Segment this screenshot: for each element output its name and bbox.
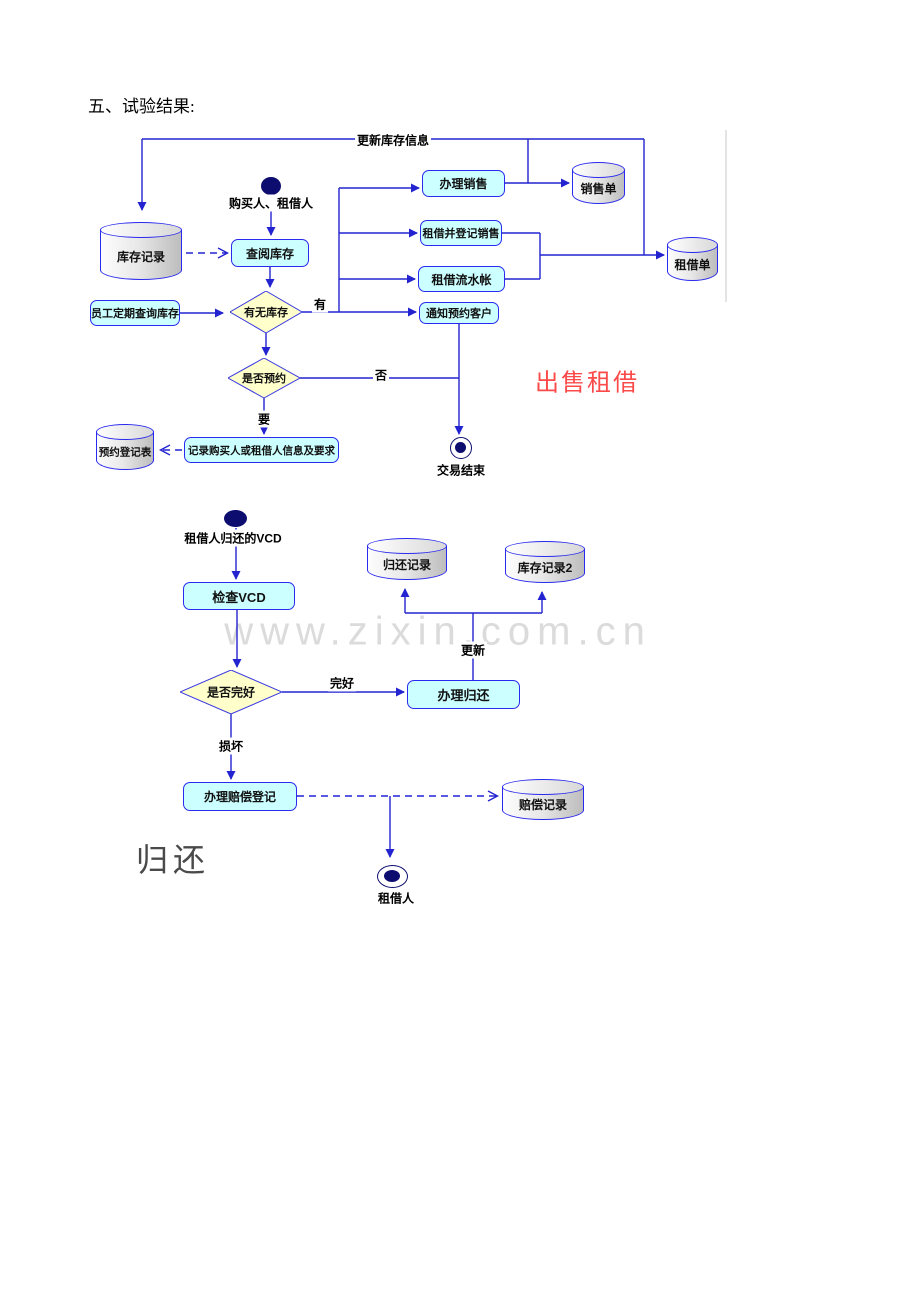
decision-shape (228, 358, 300, 398)
datastore-label: 库存记录2 (517, 560, 573, 575)
final-node-sell-rent (450, 437, 472, 459)
decision-label: 有无库存 (244, 307, 288, 319)
activity-handle-compensation: 办理赔偿登记 (183, 782, 297, 811)
dashed-connectors (161, 253, 497, 796)
edge-label-update: 更新 (458, 641, 488, 659)
datastore-label: 归还记录 (382, 557, 431, 572)
datastore-rental-order: 租借单 (666, 237, 719, 281)
activity-handle-sale: 办理销售 (422, 170, 505, 197)
edge-label-need: 要 (255, 410, 273, 428)
activity-notify-reserved-customer: 通知预约客户 (419, 302, 499, 324)
final-label-return: 租借人 (375, 889, 417, 907)
final-node-core (455, 442, 466, 453)
decision-label: 是否完好 (206, 685, 255, 700)
datastore-label: 销售单 (580, 181, 617, 196)
edge-label-has: 有 (311, 295, 329, 313)
datastore-label: 预约登记表 (98, 446, 152, 459)
edge-label-damaged: 损坏 (216, 737, 246, 755)
activity-record-customer-info: 记录购买人或租借人信息及要求 (184, 437, 339, 463)
activity-handle-return: 办理归还 (407, 680, 520, 709)
decision-shape (230, 291, 302, 333)
decision-shape (180, 670, 282, 714)
datastore-sales-order: 销售单 (571, 162, 626, 204)
final-node-core (384, 870, 400, 882)
caption-return: 归还 (135, 842, 211, 878)
datastore-return-record: 归还记录 (366, 538, 448, 580)
caption-sell-rent: 出售租借 (535, 370, 639, 397)
page-title: 五、试验结果: (88, 97, 195, 116)
datastore-label: 赔偿记录 (518, 797, 567, 812)
watermark-text: www.zixin.com.cn (224, 609, 652, 654)
edge-label-no: 否 (372, 366, 390, 384)
edge-label-intact: 完好 (327, 674, 357, 692)
edge-label-update-inventory: 更新库存信息 (354, 131, 432, 149)
start-node-return (224, 510, 247, 527)
activity-rent-ledger: 租借流水帐 (418, 266, 505, 292)
datastore-inventory-record: 库存记录 (99, 222, 183, 280)
start-node-sell-rent (261, 177, 281, 195)
activity-check-vcd: 检查VCD (183, 582, 295, 610)
start-label-sell-rent: 购买人、租借人 (226, 194, 316, 212)
decision-is-reserved: 是否预约 (228, 358, 300, 398)
datastore-inventory-record-2: 库存记录2 (504, 541, 586, 583)
decision-is-intact: 是否完好 (180, 670, 282, 714)
datastore-reservation-form: 预约登记表 (95, 424, 155, 470)
activity-rent-and-register-sale: 租借并登记销售 (420, 220, 502, 246)
final-node-return (377, 865, 408, 888)
decision-has-stock: 有无库存 (230, 291, 302, 333)
final-label-sell-rent: 交易结束 (434, 461, 488, 479)
activity-check-inventory: 查阅库存 (231, 239, 309, 267)
activity-staff-periodic-check: 员工定期查询库存 (90, 300, 180, 326)
decision-label: 是否预约 (242, 373, 286, 385)
datastore-label: 库存记录 (116, 249, 165, 264)
start-label-return: 租借人归还的VCD (182, 529, 284, 547)
artifact-line (725, 130, 727, 302)
datastore-compensation-record: 赔偿记录 (501, 779, 585, 820)
datastore-label: 租借单 (674, 257, 711, 272)
